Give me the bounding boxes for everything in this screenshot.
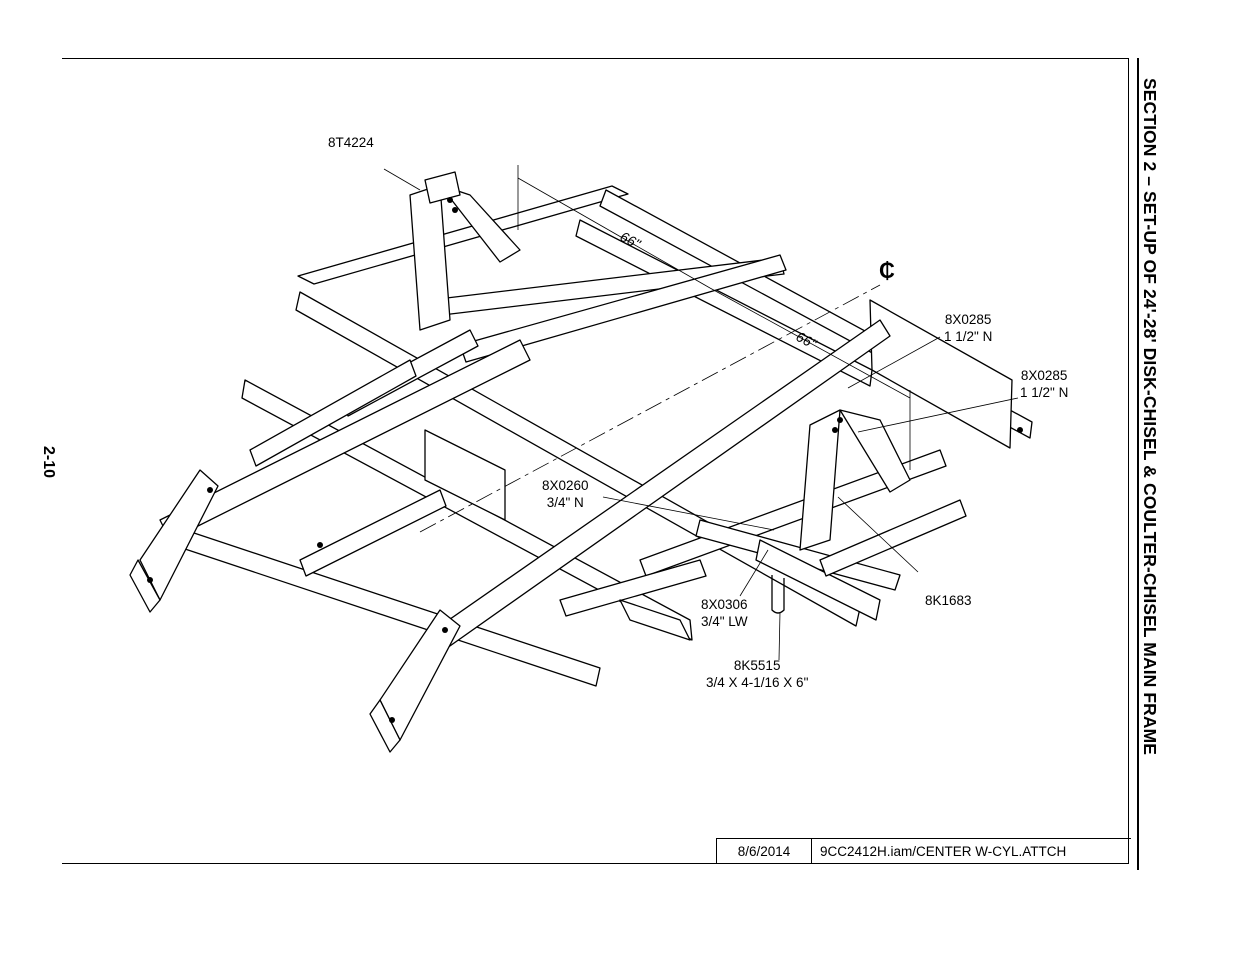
callout-8T4224: 8T4224 [328, 134, 374, 151]
callout-8K1683: 8K1683 [925, 592, 972, 609]
section-divider-line [1137, 58, 1139, 870]
callout-desc: 1 1/2" N [944, 329, 993, 344]
right-cylinder-mount [799, 409, 841, 551]
callout-8X0285-a: 8X0285 1 1/2" N [944, 311, 992, 345]
centerline-symbol: ₵ [879, 258, 895, 283]
callout-part: 8X0285 [1020, 368, 1068, 383]
callout-8X0285-b: 8X0285 1 1/2" N [1020, 367, 1068, 401]
callout-part: 8X0306 [701, 597, 748, 612]
callout-part: 8K1683 [925, 593, 972, 608]
callout-desc: 3/4 X 4-1/16 X 6" [706, 675, 809, 690]
title-block-date: 8/6/2014 [716, 838, 811, 864]
callout-desc: 1 1/2" N [1020, 385, 1069, 400]
callout-part: 8T4224 [328, 135, 374, 150]
callout-desc: 3/4" LW [701, 614, 748, 629]
bottom-border-line [62, 863, 1129, 864]
left-cylinder-mount [409, 184, 451, 331]
callout-desc: 3/4" N [546, 495, 584, 510]
top-border-line [62, 58, 1129, 59]
callout-part: 8K5515 [733, 658, 781, 673]
rear-frame-rail [297, 185, 629, 285]
callout-8X0260: 8X0260 3/4" N [542, 477, 589, 511]
callout-part: 8X0260 [542, 478, 589, 493]
callout-8K5515: 8K5515 3/4 X 4-1/16 X 6" [706, 657, 808, 691]
title-block-file: 9CC2412H.iam/CENTER W-CYL.ATTCH [811, 838, 1131, 864]
right-frame-line [1128, 58, 1129, 864]
callout-8X0306: 8X0306 3/4" LW [701, 596, 748, 630]
title-block: 8/6/2014 9CC2412H.iam/CENTER W-CYL.ATTCH [716, 838, 1131, 864]
callout-part: 8X0285 [944, 312, 992, 327]
